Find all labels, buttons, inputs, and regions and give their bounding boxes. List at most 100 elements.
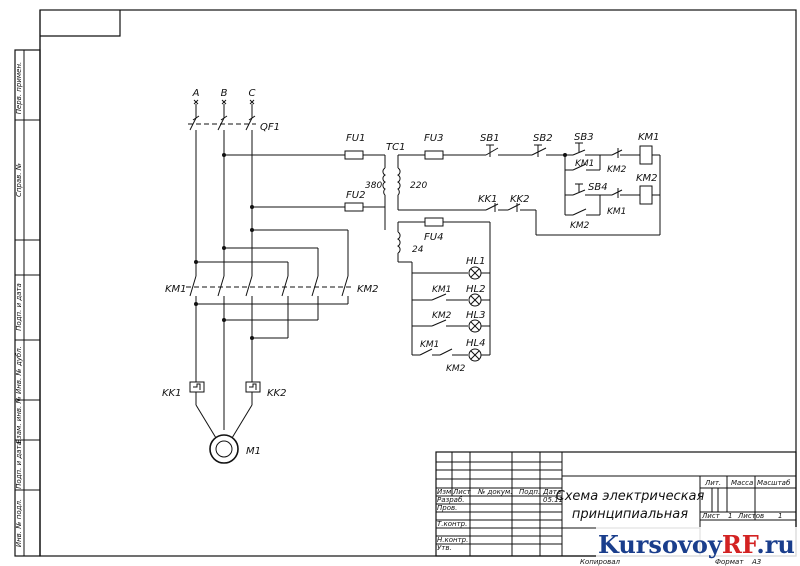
tb-listov-label: Листов	[737, 512, 764, 520]
km1-coil	[639, 145, 653, 165]
kk2-contact-label: KK2	[510, 194, 529, 205]
tc1-secondary	[396, 167, 401, 196]
tb-prov: Пров.	[437, 504, 457, 512]
power-circuit: A B C QF1	[162, 88, 379, 464]
sheet-frame	[14, 9, 797, 557]
tb-masshtab: Масштаб	[757, 479, 791, 487]
tb-col-izm: Изм	[437, 488, 452, 496]
fu2-fuse	[344, 202, 364, 212]
tb-col-doc: № докум.	[477, 488, 513, 496]
hl3-lamp	[468, 319, 482, 333]
tb-list-value: 1	[728, 512, 732, 520]
fu1-fuse	[344, 150, 364, 160]
v220-label: 220	[410, 181, 427, 191]
km2-main-label: KM2	[357, 284, 379, 295]
tb-format-label: Формат	[715, 558, 744, 566]
tb-listov-value: 1	[778, 512, 782, 520]
title-block: Изм Лист № докум. Подп. Дата 05.11 Разра…	[435, 451, 797, 566]
tc1-label: TC1	[386, 142, 405, 153]
fuses-transformer: FU1 FU2 TC1 380 220 FU3 24 FU4	[344, 133, 491, 262]
tb-nkontr: Н.контр.	[437, 536, 468, 544]
svg-text:KursovoyRF.ru: KursovoyRF.ru	[598, 530, 795, 559]
stamp-podp-data-1: Подп. и дата	[15, 283, 23, 331]
hl3-label: HL3	[466, 310, 485, 321]
watermark-part2: RF	[722, 530, 759, 559]
tb-massa: Масса	[731, 479, 753, 487]
stamp-podp-data-2: Подп. и дата	[15, 441, 23, 489]
kk1-contact-label: KK1	[478, 194, 497, 205]
hl2-km1-label: KM1	[432, 285, 451, 295]
sb4-button	[572, 183, 600, 196]
km2-interlock-label: KM2	[607, 165, 627, 175]
tc1-primary	[382, 167, 387, 196]
km2-coil-label: KM2	[636, 173, 658, 184]
control-circuit: SB1 SB2 SB3 KM1 KM2 KM1	[478, 132, 661, 236]
stamp-perv-primen: Перв. примен.	[15, 62, 23, 115]
motor-m1	[209, 434, 239, 464]
hl4-label: HL4	[466, 338, 485, 349]
kk-overload-contacts	[478, 203, 536, 212]
kk1-thermal-relay	[189, 381, 217, 439]
phase-c-label: C	[249, 88, 256, 99]
fu4-label: FU4	[424, 232, 443, 243]
signal-lamps: HL1 KM1 HL2 KM2 HL3 KM1 KM2	[398, 256, 491, 374]
stamp-inv-dubl: Инв. № дубл.	[15, 346, 23, 394]
phase-terminals	[193, 99, 255, 105]
sb1-label: SB1	[480, 133, 500, 144]
km2-main-contacts	[281, 275, 349, 338]
kk2-label: KK2	[267, 388, 286, 399]
sb4-label: SB4	[588, 182, 608, 193]
fu3-label: FU3	[424, 133, 443, 144]
hl1-lamp	[468, 266, 482, 280]
tb-format-value: A3	[751, 558, 761, 566]
tb-col-list: Лист	[452, 488, 472, 496]
watermark-part1: Kursovoy	[598, 530, 723, 559]
watermark-logo: KursovoyRF.ru	[596, 527, 800, 559]
sb3-label: SB3	[574, 132, 594, 143]
hl2-lamp	[468, 293, 482, 307]
km1-hold-label: KM1	[575, 159, 594, 169]
qf1-breaker	[188, 104, 256, 131]
side-stamp: Перв. примен. Справ. № Подп. и дата Инв.…	[15, 62, 23, 547]
v24-label: 24	[412, 245, 424, 255]
tb-col-data: Дата	[542, 488, 561, 496]
hl1-label: HL1	[466, 256, 485, 267]
stamp-sprav-no: Справ. №	[15, 163, 23, 197]
tc1-24v-winding	[396, 231, 401, 254]
kk1-label: KK1	[162, 388, 181, 399]
tb-kopiroval: Копировал	[580, 558, 621, 566]
phase-a-label: A	[192, 88, 200, 99]
km1-interlock-label: KM1	[607, 207, 626, 217]
tb-list-label: Лист	[701, 512, 721, 520]
km1-coil-label: KM1	[638, 132, 660, 143]
sb2-label: SB2	[533, 133, 553, 144]
sb3-button	[565, 142, 600, 156]
sb1-button	[480, 144, 532, 157]
sb2-button	[531, 144, 565, 157]
stamp-inv-podl: Инв. № подл.	[15, 499, 23, 547]
tb-col-podp: Подп.	[519, 488, 540, 496]
tb-tkontr: Т.контр.	[437, 520, 467, 528]
km1-main-label: KM1	[165, 284, 187, 295]
fu2-label: FU2	[346, 190, 365, 201]
watermark-part3: .ru	[756, 530, 794, 559]
fu1-label: FU1	[346, 133, 365, 144]
hl4-km1-label: KM1	[420, 340, 439, 350]
drawing-title-line2: принципиальная	[572, 507, 688, 522]
drawing-title-line1: Схема электрическая	[556, 489, 705, 504]
hl4-km2-label: KM2	[446, 364, 466, 374]
qf1-label: QF1	[260, 122, 280, 133]
km2-coil	[639, 185, 653, 205]
tb-date-value: 05.11	[543, 496, 563, 504]
hl2-label: HL2	[466, 284, 485, 295]
fu4-fuse	[424, 217, 444, 227]
fu3-fuse	[424, 150, 444, 160]
phase-b-label: B	[221, 88, 228, 99]
hl3-km2-label: KM2	[432, 311, 452, 321]
tb-utv: Утв.	[437, 544, 452, 552]
km2-hold-label: KM2	[570, 221, 590, 231]
stamp-vzam-inv: Взам. инв. №	[15, 396, 23, 444]
v380-label: 380	[365, 181, 382, 191]
tb-razrab: Разраб.	[437, 496, 465, 504]
